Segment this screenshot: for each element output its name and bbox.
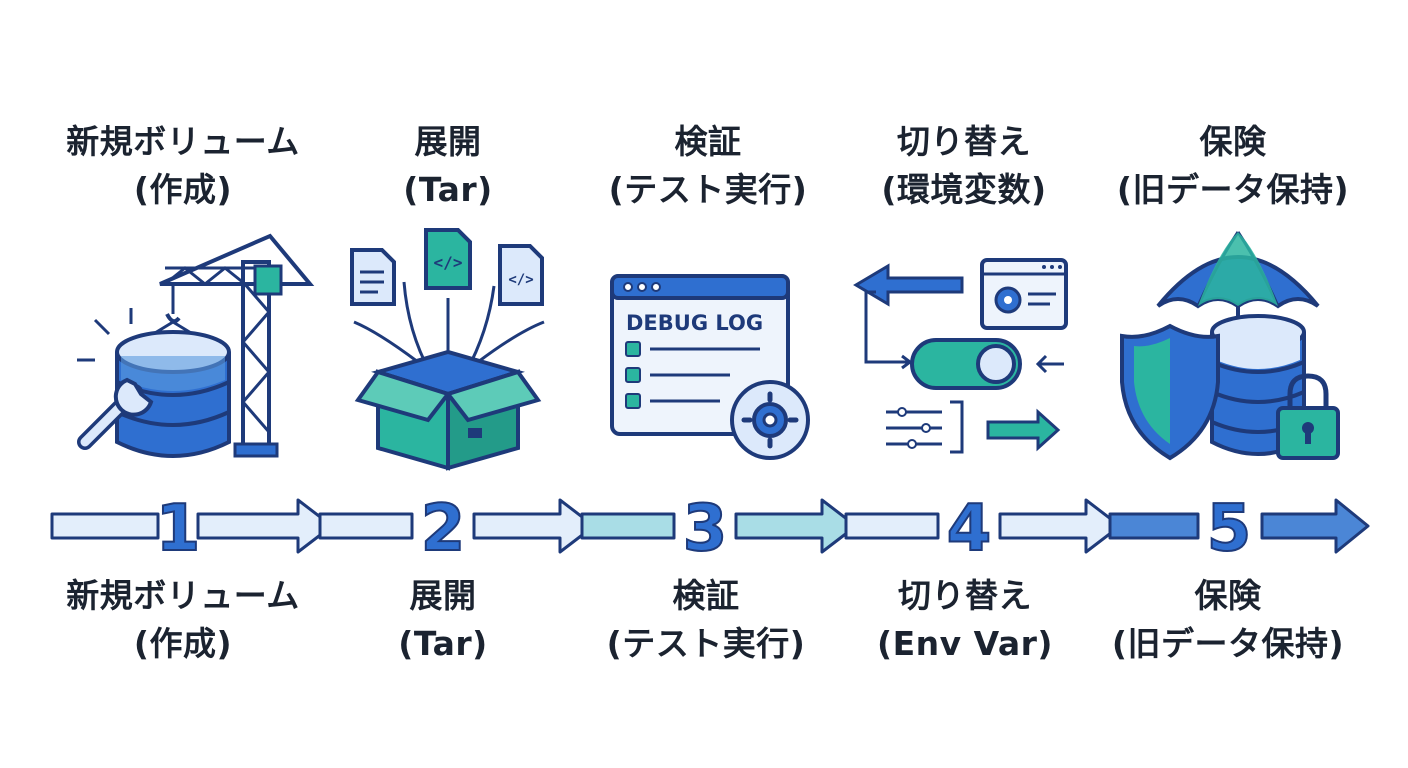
step-4-bottom-title: 切り替え — [898, 576, 1032, 615]
step-5-top-label: 保険 (旧データ保持) — [1083, 118, 1383, 214]
step-2-bottom-title: 展開 — [409, 576, 477, 615]
timeline-arrow-4 — [998, 498, 1122, 554]
step-2-top-subtitle: (Tar) — [403, 170, 493, 209]
step-3-bottom-title: 検証 — [672, 576, 740, 615]
umbrella-shield-database-icon — [1108, 222, 1368, 472]
step-3-number: 3 — [683, 492, 728, 566]
step-3-top-subtitle: (テスト実行) — [608, 170, 808, 209]
step-3-bottom-subtitle: (テスト実行) — [606, 624, 806, 663]
step-1-bottom-title: 新規ボリューム — [66, 576, 300, 615]
step-4-top-title: 切り替え — [897, 122, 1031, 161]
step-1-bottom-label: 新規ボリューム (作成) — [33, 572, 333, 668]
step-4-top-label: 切り替え (環境変数) — [814, 118, 1114, 214]
step-4-top-subtitle: (環境変数) — [881, 170, 1047, 209]
crane-database-icon — [55, 222, 315, 472]
timeline-arrow-5 — [1260, 498, 1370, 554]
step-5-bottom-title: 保険 — [1194, 576, 1262, 615]
step-timeline: 1 2 3 4 5 — [0, 478, 1408, 574]
step-3-top-label: 検証 (テスト実行) — [558, 118, 858, 214]
svg-text:</>: </> — [508, 272, 533, 288]
step-5-bottom-subtitle: (旧データ保持) — [1111, 624, 1345, 663]
step-4-bottom-label: 切り替え (Env Var) — [815, 572, 1115, 668]
step-2-bottom-label: 展開 (Tar) — [293, 572, 593, 668]
step-3-top-title: 検証 — [674, 122, 742, 161]
toggle-switch-settings-icon — [842, 222, 1102, 472]
debug-log-text: DEBUG LOG — [626, 311, 763, 335]
step-1-top-subtitle: (作成) — [133, 170, 233, 209]
step-3-bottom-label: 検証 (テスト実行) — [556, 572, 856, 668]
step-2-number: 2 — [421, 492, 466, 566]
timeline-arrow-3 — [734, 498, 858, 554]
timeline-bar-2 — [318, 512, 414, 540]
step-5-bottom-label: 保険 (旧データ保持) — [1078, 572, 1378, 668]
step-5-top-title: 保険 — [1199, 122, 1267, 161]
step-4-bottom-subtitle: (Env Var) — [877, 624, 1053, 663]
step-1-top-label: 新規ボリューム (作成) — [33, 118, 333, 214]
step-5-top-subtitle: (旧データ保持) — [1116, 170, 1350, 209]
svg-text:</>: </> — [434, 253, 463, 272]
step-4-number: 4 — [947, 492, 992, 566]
step-2-top-label: 展開 (Tar) — [298, 118, 598, 214]
step-1-top-title: 新規ボリューム — [66, 122, 300, 161]
timeline-arrow-1 — [196, 498, 334, 554]
timeline-bar-5 — [1108, 512, 1200, 540]
timeline-bar-1 — [50, 512, 160, 540]
step-2-top-title: 展開 — [414, 122, 482, 161]
step-5-number: 5 — [1207, 492, 1252, 566]
open-box-files-icon: </> </> — [318, 222, 578, 472]
debug-log-window-icon: DEBUG LOG — [590, 222, 850, 472]
timeline-bar-3 — [580, 512, 676, 540]
step-2-bottom-subtitle: (Tar) — [398, 624, 488, 663]
timeline-arrow-2 — [472, 498, 596, 554]
step-1-bottom-subtitle: (作成) — [133, 624, 233, 663]
step-1-number: 1 — [156, 492, 201, 566]
timeline-bar-4 — [844, 512, 940, 540]
